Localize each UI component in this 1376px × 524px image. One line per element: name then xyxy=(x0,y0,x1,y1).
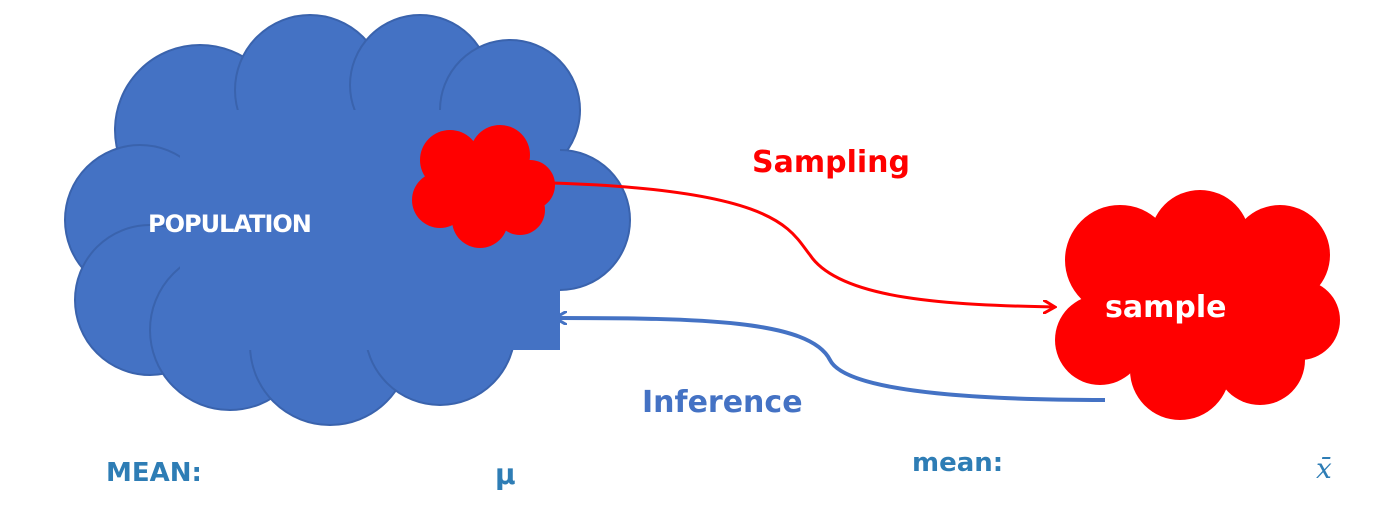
sampling-label: Sampling xyxy=(752,145,910,180)
population-mean-symbol: μ xyxy=(495,458,516,491)
sample-cloud xyxy=(1055,190,1340,420)
inference-label: Inference xyxy=(642,385,803,420)
population-mean-label: MEAN: xyxy=(106,458,202,488)
sampling-arrow xyxy=(551,181,1055,307)
sample-mean-symbol: x̄ xyxy=(1316,452,1332,485)
subsample-cloud xyxy=(412,125,555,248)
inference-arrow xyxy=(555,318,1106,402)
population-label: POPULATION xyxy=(148,210,312,238)
sample-mean-label: mean: xyxy=(912,448,1004,478)
sample-label: sample xyxy=(1105,290,1227,325)
